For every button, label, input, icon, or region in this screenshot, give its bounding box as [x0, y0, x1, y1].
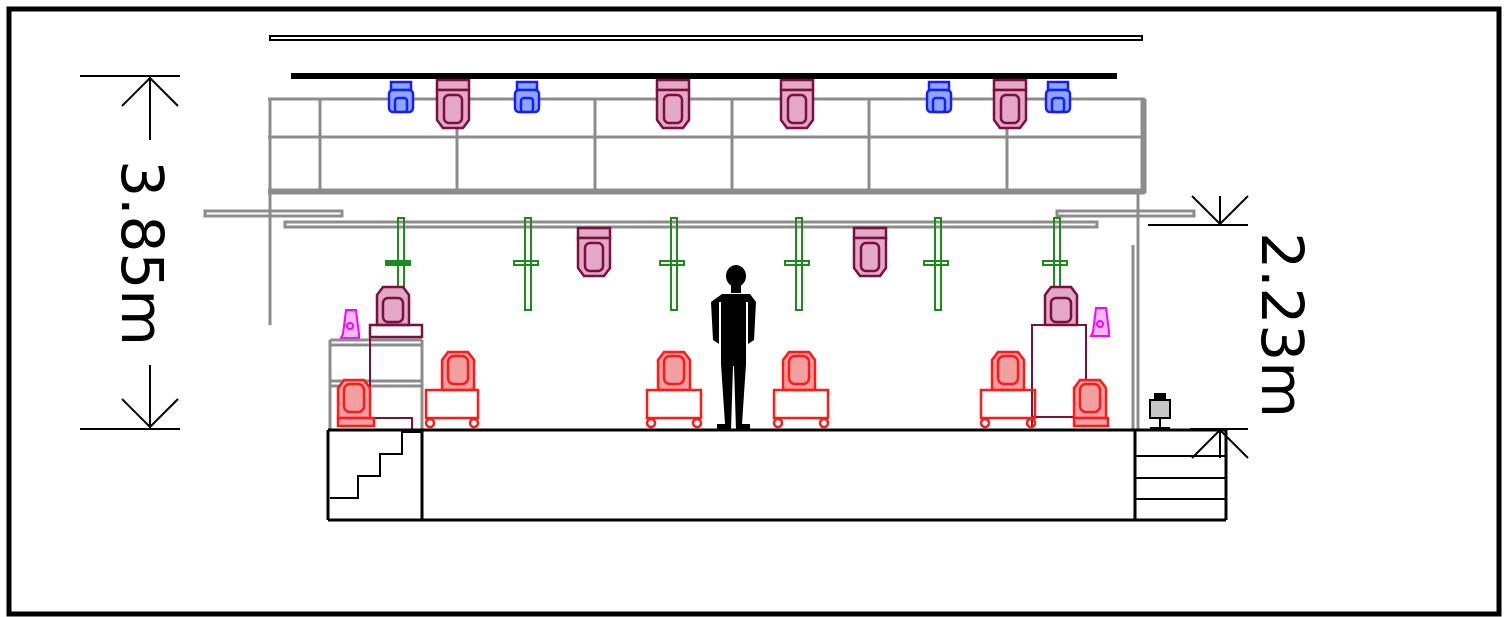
drop-pipe	[784, 217, 810, 311]
moving-head-icon	[1072, 378, 1110, 428]
profile-spot-icon	[368, 285, 424, 339]
dimension-label-total: 3.85m	[108, 160, 176, 346]
dimension-arrow-icon	[1191, 195, 1249, 226]
profile-spot-icon	[779, 78, 815, 130]
dimension-left	[80, 75, 180, 430]
profile-spot-icon	[655, 78, 691, 130]
drop-pipe	[923, 217, 949, 311]
profile-spot-icon	[852, 226, 888, 278]
dimension-right	[1148, 195, 1249, 459]
par-led-icon	[387, 80, 415, 114]
human-figure-icon	[711, 265, 756, 430]
outer-frame	[6, 6, 1502, 617]
par-led-icon	[513, 80, 541, 114]
profile-spot-icon	[992, 78, 1028, 130]
profile-spot-icon	[435, 78, 471, 130]
drop-pipe	[513, 217, 539, 311]
drop-pipe	[659, 217, 685, 311]
par-leds	[387, 80, 1072, 114]
dimension-arrow-icon	[121, 398, 179, 429]
par-led-icon	[925, 80, 953, 114]
moving-head-icon	[424, 350, 480, 429]
moving-head-icon	[645, 350, 703, 429]
stage-right-steps	[1135, 455, 1226, 500]
small-fixture-icon	[339, 309, 360, 339]
profile-spot-icon	[1043, 285, 1079, 327]
dimension-arrow-icon	[1191, 428, 1249, 459]
stage-platform	[326, 428, 1228, 522]
profile-spot-icon	[576, 226, 612, 278]
floor-light-icon	[1149, 393, 1171, 429]
moving-head-icon	[979, 350, 1037, 429]
dimension-arrow-icon	[121, 76, 179, 107]
moving-heads	[336, 350, 1110, 429]
dimension-label-stage: 2.23m	[1248, 232, 1316, 418]
moving-head-icon	[336, 378, 376, 428]
small-fixture-icon	[1089, 307, 1110, 337]
rigging-bar	[291, 73, 1117, 79]
ceiling-line	[269, 35, 1143, 41]
profile-spots	[368, 78, 1079, 339]
stairs-icon	[330, 431, 422, 499]
par-led-icon	[1044, 80, 1072, 114]
moving-head-icon	[772, 350, 830, 429]
small-fixtures	[339, 307, 1110, 339]
